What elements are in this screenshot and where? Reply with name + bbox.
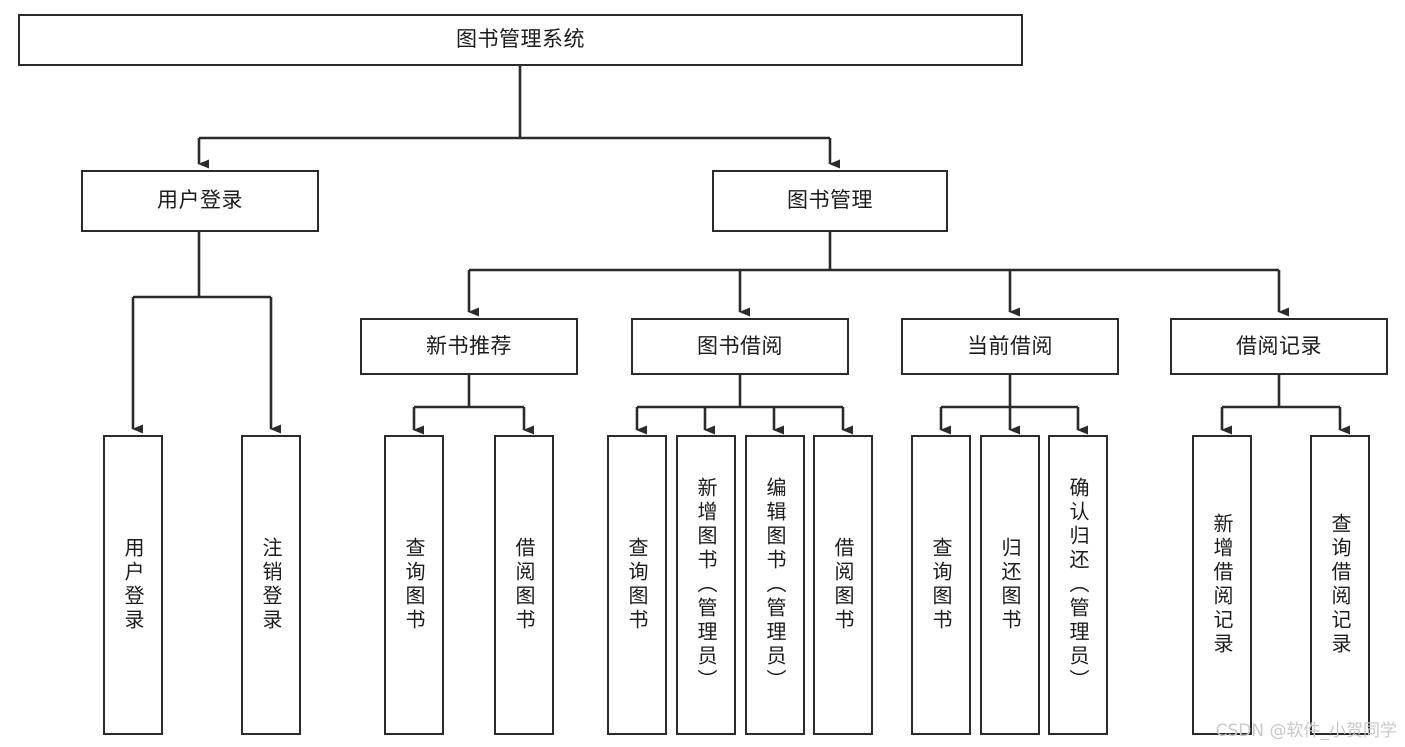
node-leaf-borrow-book-borrow[interactable]: 借阅图书 — [813, 435, 873, 735]
node-new-book-recommend[interactable]: 新书推荐 — [360, 318, 578, 375]
node-user-login[interactable]: 用户登录 — [81, 170, 319, 232]
node-leaf-user-login-label: 用户登录 — [121, 537, 145, 633]
connector-new-book-rec-to-leaves — [412, 375, 534, 435]
node-leaf-query-book-recommend-label: 查询图书 — [402, 537, 426, 633]
node-leaf-query-book-borrow-label: 查询图书 — [625, 537, 649, 633]
node-leaf-add-borrow-record-label: 新增借阅记录 — [1210, 513, 1234, 657]
node-new-book-recommend-label: 新书推荐 — [426, 333, 512, 358]
node-leaf-confirm-return-admin-label: 确认归还（管理员） — [1066, 477, 1090, 693]
node-leaf-logout-label: 注销登录 — [259, 537, 283, 633]
connector-current-borrow-to-leaves — [939, 375, 1088, 435]
node-borrow-record[interactable]: 借阅记录 — [1170, 318, 1388, 375]
node-leaf-return-book-label: 归还图书 — [998, 537, 1022, 633]
node-leaf-edit-book-admin[interactable]: 编辑图书（管理员） — [745, 435, 805, 735]
node-leaf-query-book-borrow[interactable]: 查询图书 — [607, 435, 667, 735]
node-leaf-add-book-admin[interactable]: 新增图书（管理员） — [676, 435, 736, 735]
connector-borrow-record-to-leaves — [1220, 375, 1350, 435]
node-leaf-borrow-book-recommend[interactable]: 借阅图书 — [494, 435, 554, 735]
node-book-manage[interactable]: 图书管理 — [712, 170, 948, 232]
node-current-borrow-label: 当前借阅 — [967, 333, 1053, 358]
node-current-borrow[interactable]: 当前借阅 — [901, 318, 1119, 375]
node-leaf-user-login[interactable]: 用户登录 — [103, 435, 163, 735]
node-book-borrow-label: 图书借阅 — [697, 333, 783, 358]
node-leaf-query-borrow-record-label: 查询借阅记录 — [1328, 513, 1352, 657]
node-root-system-label: 图书管理系统 — [456, 27, 585, 52]
node-book-borrow[interactable]: 图书借阅 — [631, 318, 849, 375]
node-leaf-logout[interactable]: 注销登录 — [241, 435, 301, 735]
node-leaf-query-book-current[interactable]: 查询图书 — [911, 435, 971, 735]
node-borrow-record-label: 借阅记录 — [1236, 333, 1322, 358]
node-leaf-edit-book-admin-label: 编辑图书（管理员） — [763, 477, 787, 693]
connector-root-to-level2 — [197, 66, 840, 169]
node-leaf-query-book-current-label: 查询图书 — [929, 537, 953, 633]
connector-book-manage-to-level3 — [467, 232, 1289, 317]
node-leaf-add-borrow-record[interactable]: 新增借阅记录 — [1192, 435, 1252, 735]
connector-book-borrow-to-leaves — [635, 375, 853, 435]
node-leaf-borrow-book-recommend-label: 借阅图书 — [512, 537, 536, 633]
node-leaf-add-book-admin-label: 新增图书（管理员） — [694, 477, 718, 693]
node-leaf-return-book[interactable]: 归还图书 — [980, 435, 1040, 735]
node-user-login-label: 用户登录 — [157, 188, 243, 213]
node-leaf-borrow-book-borrow-label: 借阅图书 — [831, 537, 855, 633]
connector-user-login-to-leaves — [131, 232, 281, 434]
node-leaf-query-borrow-record[interactable]: 查询借阅记录 — [1310, 435, 1370, 735]
node-root-system[interactable]: 图书管理系统 — [18, 14, 1023, 66]
node-book-manage-label: 图书管理 — [787, 188, 873, 213]
node-leaf-confirm-return-admin[interactable]: 确认归还（管理员） — [1048, 435, 1108, 735]
node-leaf-query-book-recommend[interactable]: 查询图书 — [384, 435, 444, 735]
